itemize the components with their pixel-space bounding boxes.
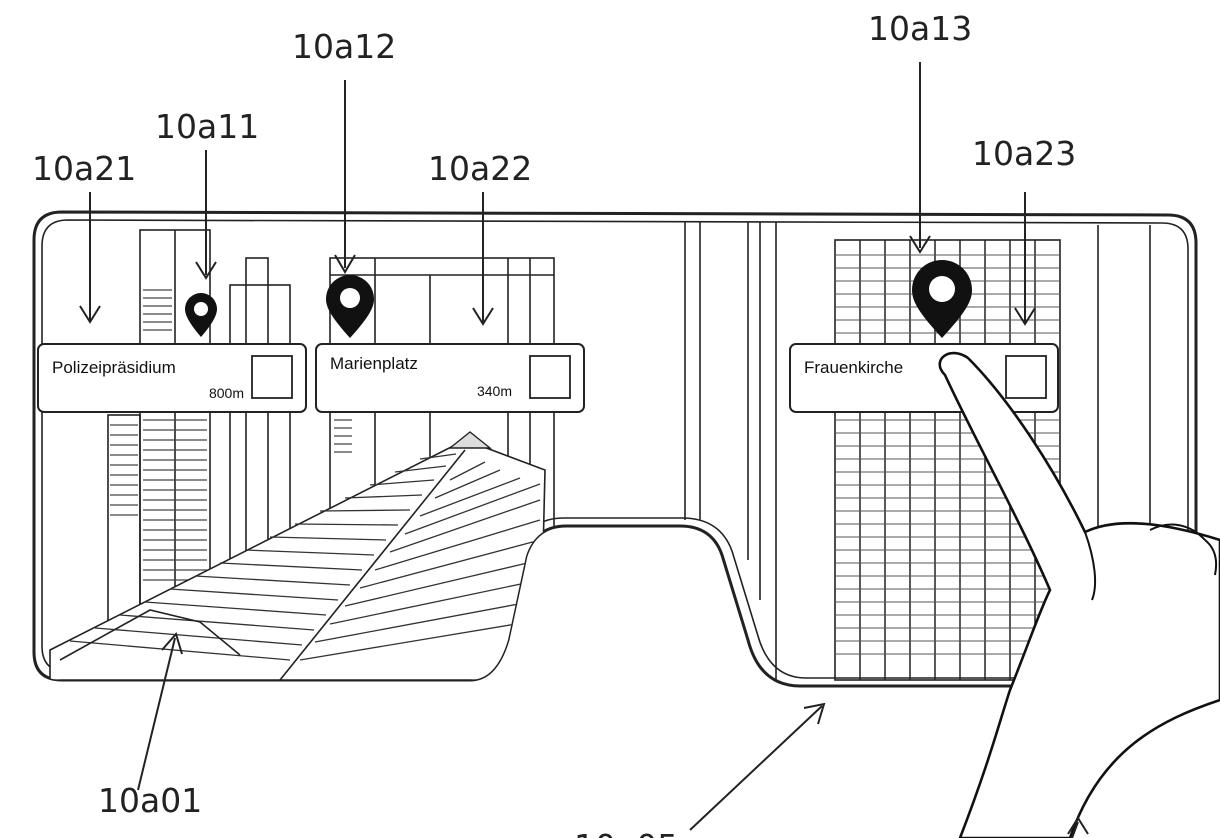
ref-label-10a01: 10a01 [98, 781, 202, 820]
checkbox-icon[interactable] [251, 355, 293, 399]
ref-label-bottom-partial: 10a05 [574, 827, 678, 838]
poi-name: Marienplatz [330, 354, 418, 373]
pointing-hand-icon [938, 351, 1220, 838]
building-right [834, 225, 1151, 681]
ref-label-10a11: 10a11 [155, 107, 259, 146]
poi-card-marienplatz[interactable]: Marienplatz 340m [315, 343, 585, 413]
checkbox-icon[interactable] [1005, 355, 1047, 399]
ref-label-10a13: 10a13 [868, 9, 972, 48]
map-pin-icon[interactable] [912, 260, 972, 338]
poi-distance: 340m [477, 383, 512, 399]
ref-label-10a23: 10a23 [972, 134, 1076, 173]
poi-card-frauenkirche[interactable]: Frauenkirche [789, 343, 1059, 413]
ref-label-10a22: 10a22 [428, 149, 532, 188]
poi-name: Polizeipräsidium [52, 358, 176, 377]
poi-name: Frauenkirche [804, 358, 903, 377]
poi-distance: 800m [209, 385, 244, 401]
ref-label-10a21: 10a21 [32, 149, 136, 188]
map-pin-icon[interactable] [326, 275, 374, 338]
ref-label-10a12: 10a12 [292, 27, 396, 66]
map-pin-icon[interactable] [185, 293, 217, 337]
scene [49, 222, 1151, 681]
roof [49, 431, 546, 681]
poi-card-polizeipraesidium[interactable]: Polizeipräsidium 800m [37, 343, 307, 413]
checkbox-icon[interactable] [529, 355, 571, 399]
street-lines [684, 222, 777, 680]
reference-arrows [79, 62, 1089, 838]
